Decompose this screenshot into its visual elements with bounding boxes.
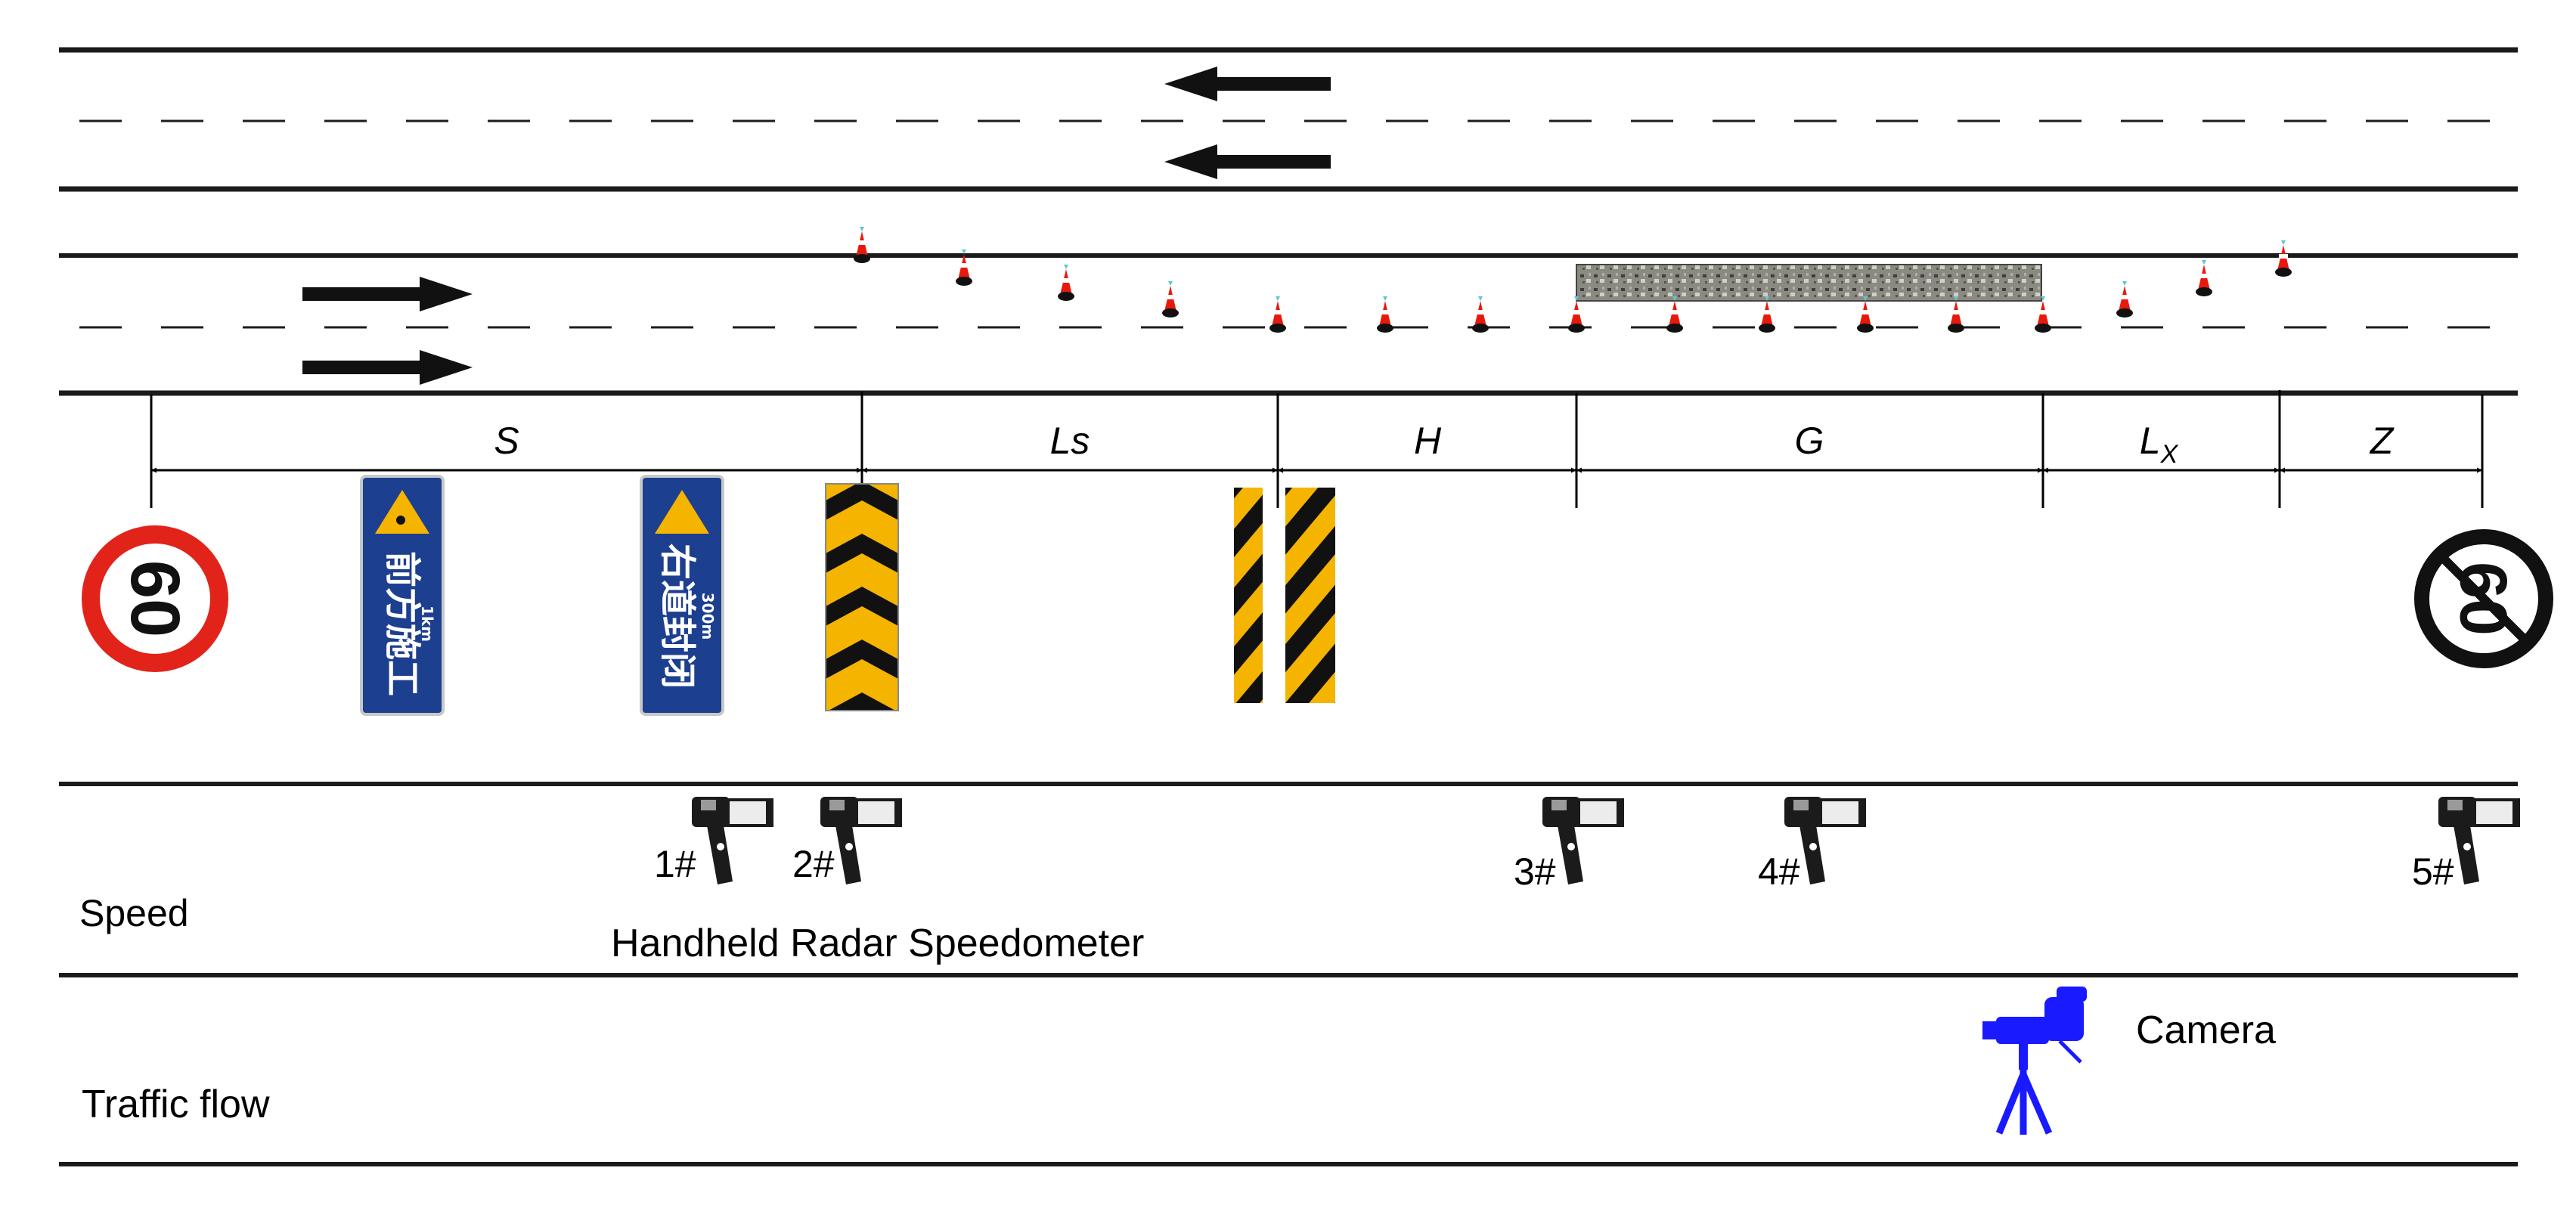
opposite-carriageway bbox=[59, 47, 2518, 192]
segment-dimensions bbox=[150, 390, 2484, 508]
radar-label-2: 2# bbox=[792, 843, 835, 885]
segment-label-lx: LX bbox=[2140, 420, 2179, 469]
radar-label-3: 3# bbox=[1514, 850, 1556, 893]
camera-label: Camera bbox=[2136, 1008, 2276, 1052]
construction-ahead-sign: 前方施工 1km bbox=[360, 475, 445, 716]
striped-barrier bbox=[1234, 488, 1335, 703]
traffic-cone-icon bbox=[2035, 296, 2051, 333]
traffic-cone-icon bbox=[1058, 265, 1074, 301]
segment-label-z: Z bbox=[2370, 420, 2395, 462]
traffic-cone-icon bbox=[1666, 296, 1683, 333]
speed-row-label: Speed bbox=[79, 892, 189, 934]
traffic-row-label: Traffic flow bbox=[82, 1083, 270, 1126]
arrow-left-icon bbox=[1164, 67, 1331, 101]
work-area-block bbox=[1576, 264, 2042, 302]
roadworks-warning-icon bbox=[375, 490, 429, 534]
radar-devices bbox=[690, 795, 2522, 886]
traffic-cone-icon bbox=[854, 227, 870, 263]
chevron-sign bbox=[825, 483, 899, 711]
segment-label-g: G bbox=[1795, 420, 1824, 462]
speed-limit-value: 60 bbox=[116, 560, 194, 637]
segment-label-ls: Ls bbox=[1050, 420, 1090, 462]
direction-arrows bbox=[302, 67, 1331, 385]
lane-closed-sign: 右道封闭 300m bbox=[640, 475, 724, 716]
segment-labels: S Ls H G LX Z bbox=[494, 420, 2394, 469]
traffic-cone-icon bbox=[1759, 296, 1775, 333]
traffic-cone-icon bbox=[2275, 240, 2292, 277]
traffic-cone-icon bbox=[1568, 296, 1585, 333]
radar-label-5: 5# bbox=[2412, 850, 2454, 893]
radar-labels: 1# 2# 3# 4# 5# bbox=[654, 843, 2454, 893]
segment-label-lx-sub: X bbox=[2160, 440, 2179, 469]
video-camera-icon bbox=[1982, 987, 2087, 1135]
sign-2-distance: 300m bbox=[699, 593, 717, 640]
radar-label-4: 4# bbox=[1758, 850, 1800, 893]
traffic-cone-icon bbox=[2196, 260, 2212, 296]
traffic-cone-icon bbox=[1162, 281, 1179, 318]
arrow-right-icon bbox=[302, 277, 473, 311]
end-speed-limit-sign: 60 bbox=[2414, 529, 2553, 668]
traffic-cone-icon bbox=[2116, 281, 2133, 318]
traffic-cone-icon bbox=[1377, 296, 1393, 333]
radar-label-1: 1# bbox=[654, 843, 696, 885]
traffic-cone-icon bbox=[1857, 296, 1874, 333]
traffic-cone-icon bbox=[1472, 296, 1489, 333]
traffic-cone-icon bbox=[1269, 296, 1286, 333]
segment-label-s: S bbox=[494, 420, 519, 462]
traffic-cone-icon bbox=[1948, 296, 1964, 333]
speed-limit-sign: 60 bbox=[82, 525, 228, 672]
segment-label-h: H bbox=[1414, 420, 1442, 462]
sign-1-main-text: 前方施工 bbox=[381, 551, 423, 696]
radar-caption: Handheld Radar Speedometer bbox=[611, 922, 1144, 965]
sign-2-main-text: 右道封闭 bbox=[656, 544, 699, 689]
lane-closure-warning-icon bbox=[655, 490, 709, 534]
cone-taper bbox=[854, 227, 2292, 333]
arrow-left-icon bbox=[1164, 144, 1331, 179]
work-zone-carriageway bbox=[59, 253, 2518, 396]
segment-label-lx-main: L bbox=[2140, 420, 2161, 462]
radar-gun-icon bbox=[690, 795, 775, 886]
arrow-right-icon bbox=[302, 350, 473, 385]
sign-1-distance: 1km bbox=[418, 606, 436, 642]
